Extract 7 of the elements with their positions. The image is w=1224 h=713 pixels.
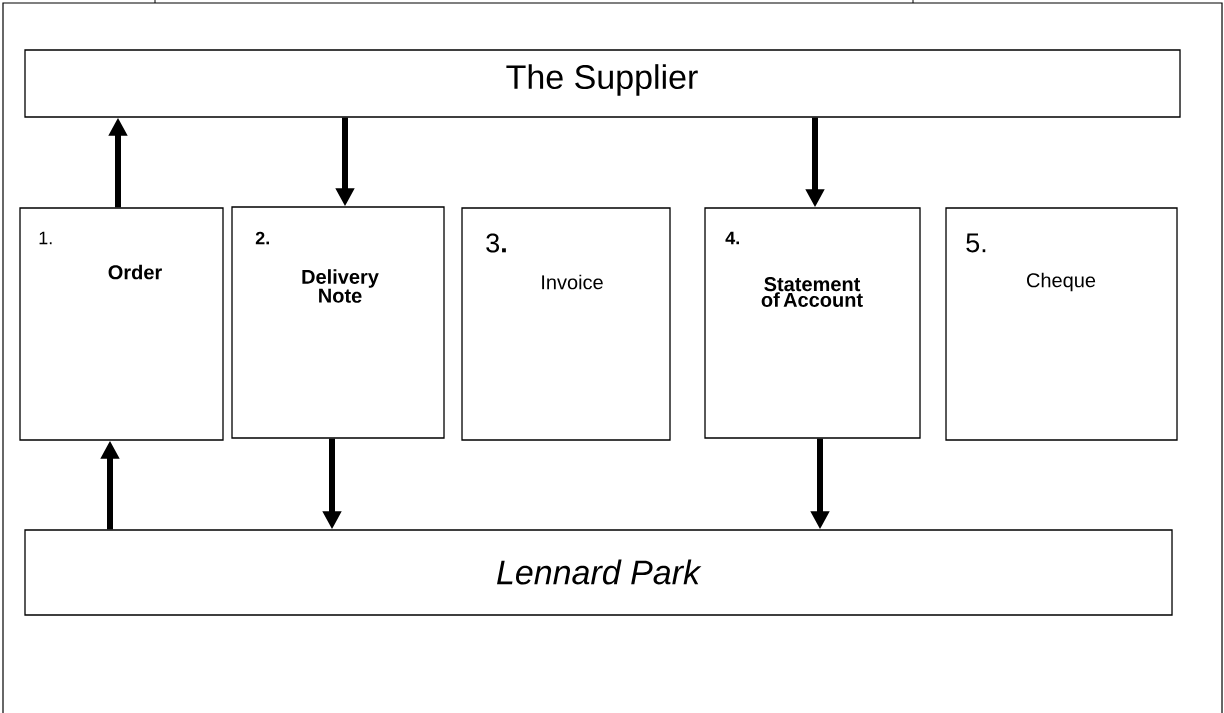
document-box: 4. Statement of Account [704, 207, 921, 439]
banner-box: The Supplier [24, 49, 1181, 118]
document-box: 5. Cheque [945, 207, 1178, 441]
document-box: 1. Order [19, 207, 224, 441]
banner-box: Lennard Park [24, 529, 1173, 616]
document-box: 3. Invoice [461, 207, 671, 441]
document-box: 2. Delivery Note [231, 206, 445, 439]
